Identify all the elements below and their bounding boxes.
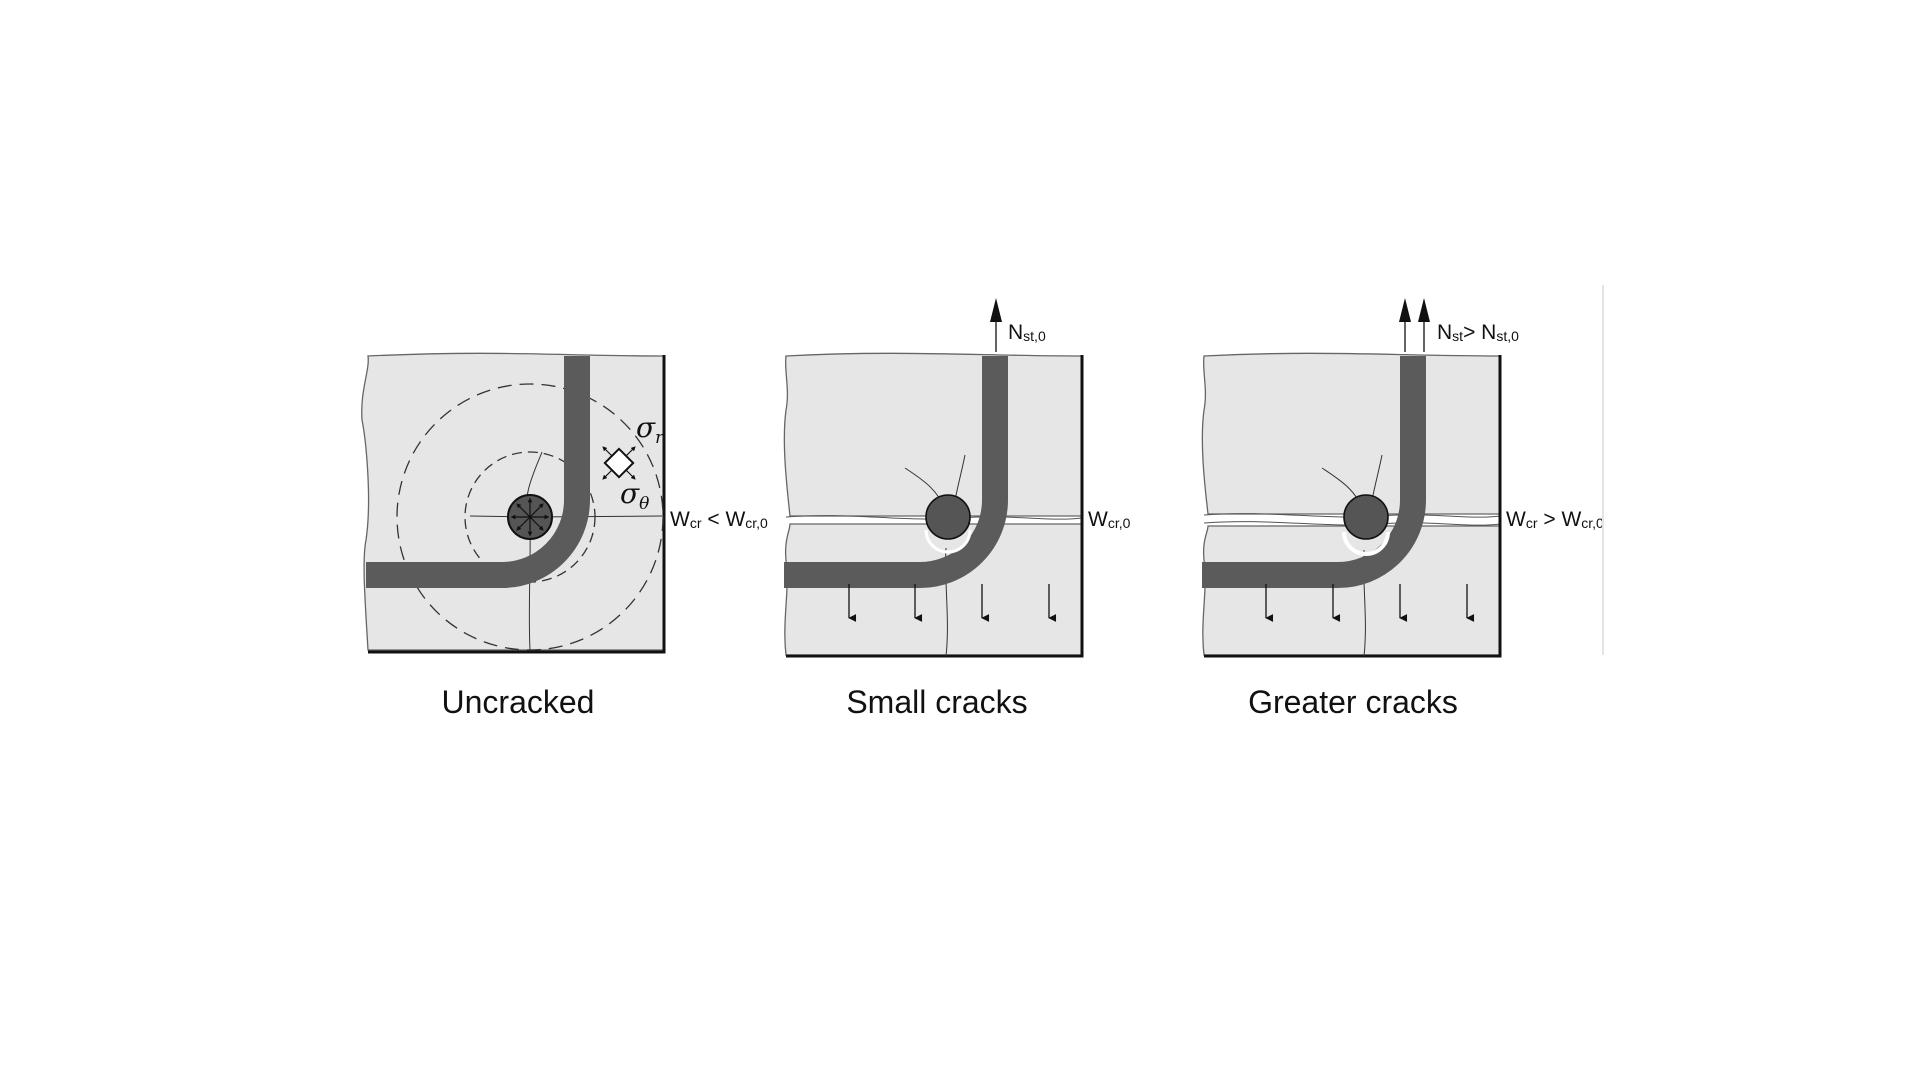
reinforcing-bar [784,356,1008,588]
force-label-greater: Nst> Nst,0 [1437,321,1519,344]
transverse-bar-section [925,494,971,540]
panel-uncracked: σr σθ Wcr < Wcr,0 Uncracked [361,352,768,720]
concrete-block-lower [1202,525,1501,656]
sigma-theta-label: σθ [620,477,649,514]
block-edge-right [368,355,666,654]
sigma-r-label: σr [636,411,664,448]
crack-width-label-greater: Wcr > Wcr,0 [1506,508,1604,531]
block-edge-right [1204,355,1502,658]
concrete-block-upper [783,352,1083,517]
block-edge-right [786,355,1084,658]
tension-arrows [848,584,1057,622]
transverse-bar-section [1343,494,1389,540]
bond-pressure-arrows [510,497,550,537]
reinforcing-bar [366,356,590,588]
bar-force-arrow [990,298,1002,352]
panel-small-cracks: Nst,0 Wcr,0 Small cracks [783,298,1131,720]
force-label-small: Nst,0 [1008,321,1046,344]
caption-uncracked: Uncracked [442,684,595,720]
concrete-block-lower [784,523,1083,656]
caption-small-cracks: Small cracks [846,684,1027,720]
concrete-block-upper [1201,352,1501,515]
gap-at-bar [1342,531,1390,556]
tension-arrows [1265,584,1475,622]
stress-element [602,446,636,480]
panel-greater-cracks: Nst> Nst,0 Wcr > Wcr,0 Greater cracks [1201,298,1604,720]
gap-at-bar [924,529,972,554]
crack-width-label-small: Wcr,0 [1088,508,1131,531]
crack-width-label-uncracked: Wcr < Wcr,0 [670,508,768,531]
caption-greater-cracks: Greater cracks [1248,684,1458,720]
bar-force-double-arrow [1399,298,1430,352]
reinforcing-bar [1202,356,1426,588]
